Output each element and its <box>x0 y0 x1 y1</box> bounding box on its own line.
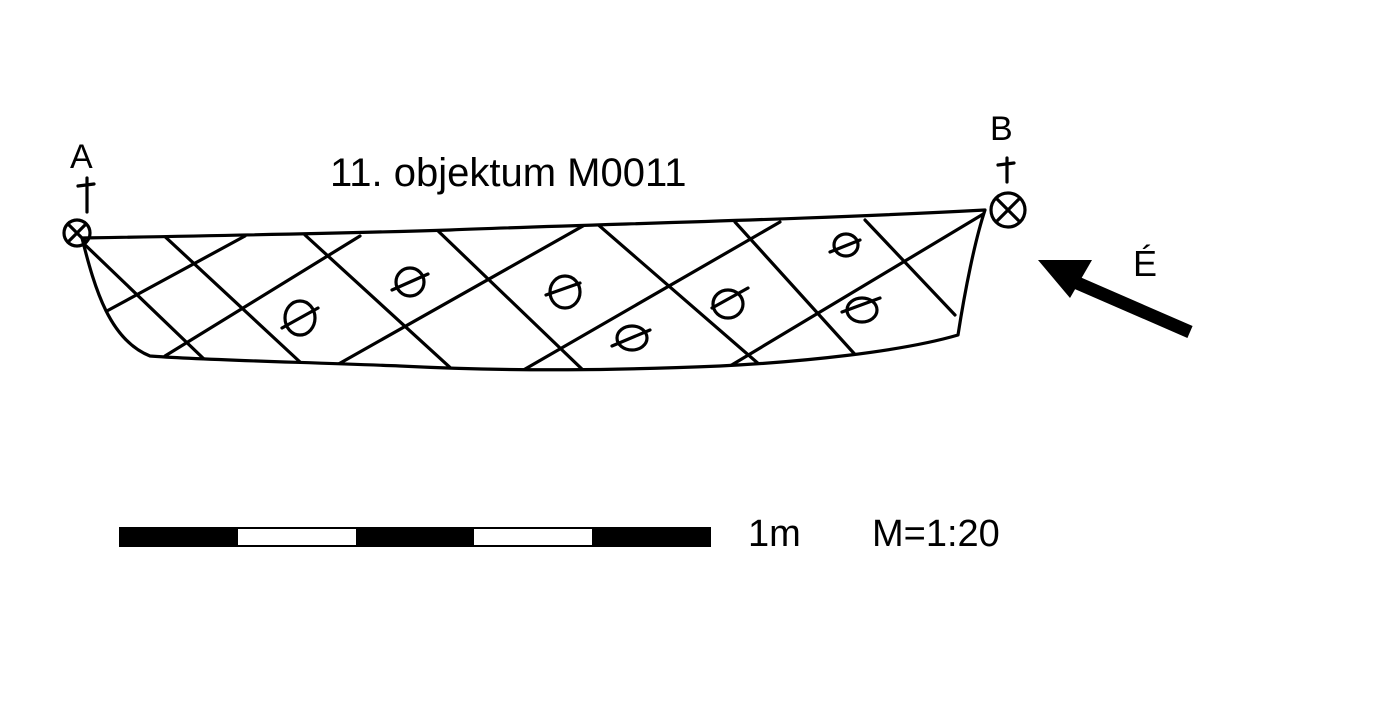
stone-icon <box>544 274 582 310</box>
stone-icon <box>710 286 750 320</box>
stone-icon <box>828 232 862 258</box>
cross-hatching <box>82 210 985 370</box>
stone-icon <box>390 266 430 298</box>
north-arrow: É <box>1038 243 1193 338</box>
feature-outline <box>80 208 987 372</box>
stone-icon <box>610 324 652 352</box>
point-b-label: B <box>990 110 1013 148</box>
point-a-label: A <box>70 138 93 176</box>
north-label: É <box>1133 243 1157 284</box>
arrow-head-icon <box>1038 260 1092 298</box>
point-b-marker: B <box>989 110 1027 229</box>
point-a-marker: A <box>62 138 96 248</box>
stone-symbols <box>280 232 882 352</box>
scale-ratio-label: M=1:20 <box>872 513 1000 555</box>
feature-title: 11. objektum M0011 <box>330 151 687 195</box>
stone-icon <box>280 299 320 337</box>
stone-icon <box>840 296 882 324</box>
scale-bar: 1m M=1:20 <box>119 513 1000 555</box>
scale-length-label: 1m <box>748 513 801 555</box>
